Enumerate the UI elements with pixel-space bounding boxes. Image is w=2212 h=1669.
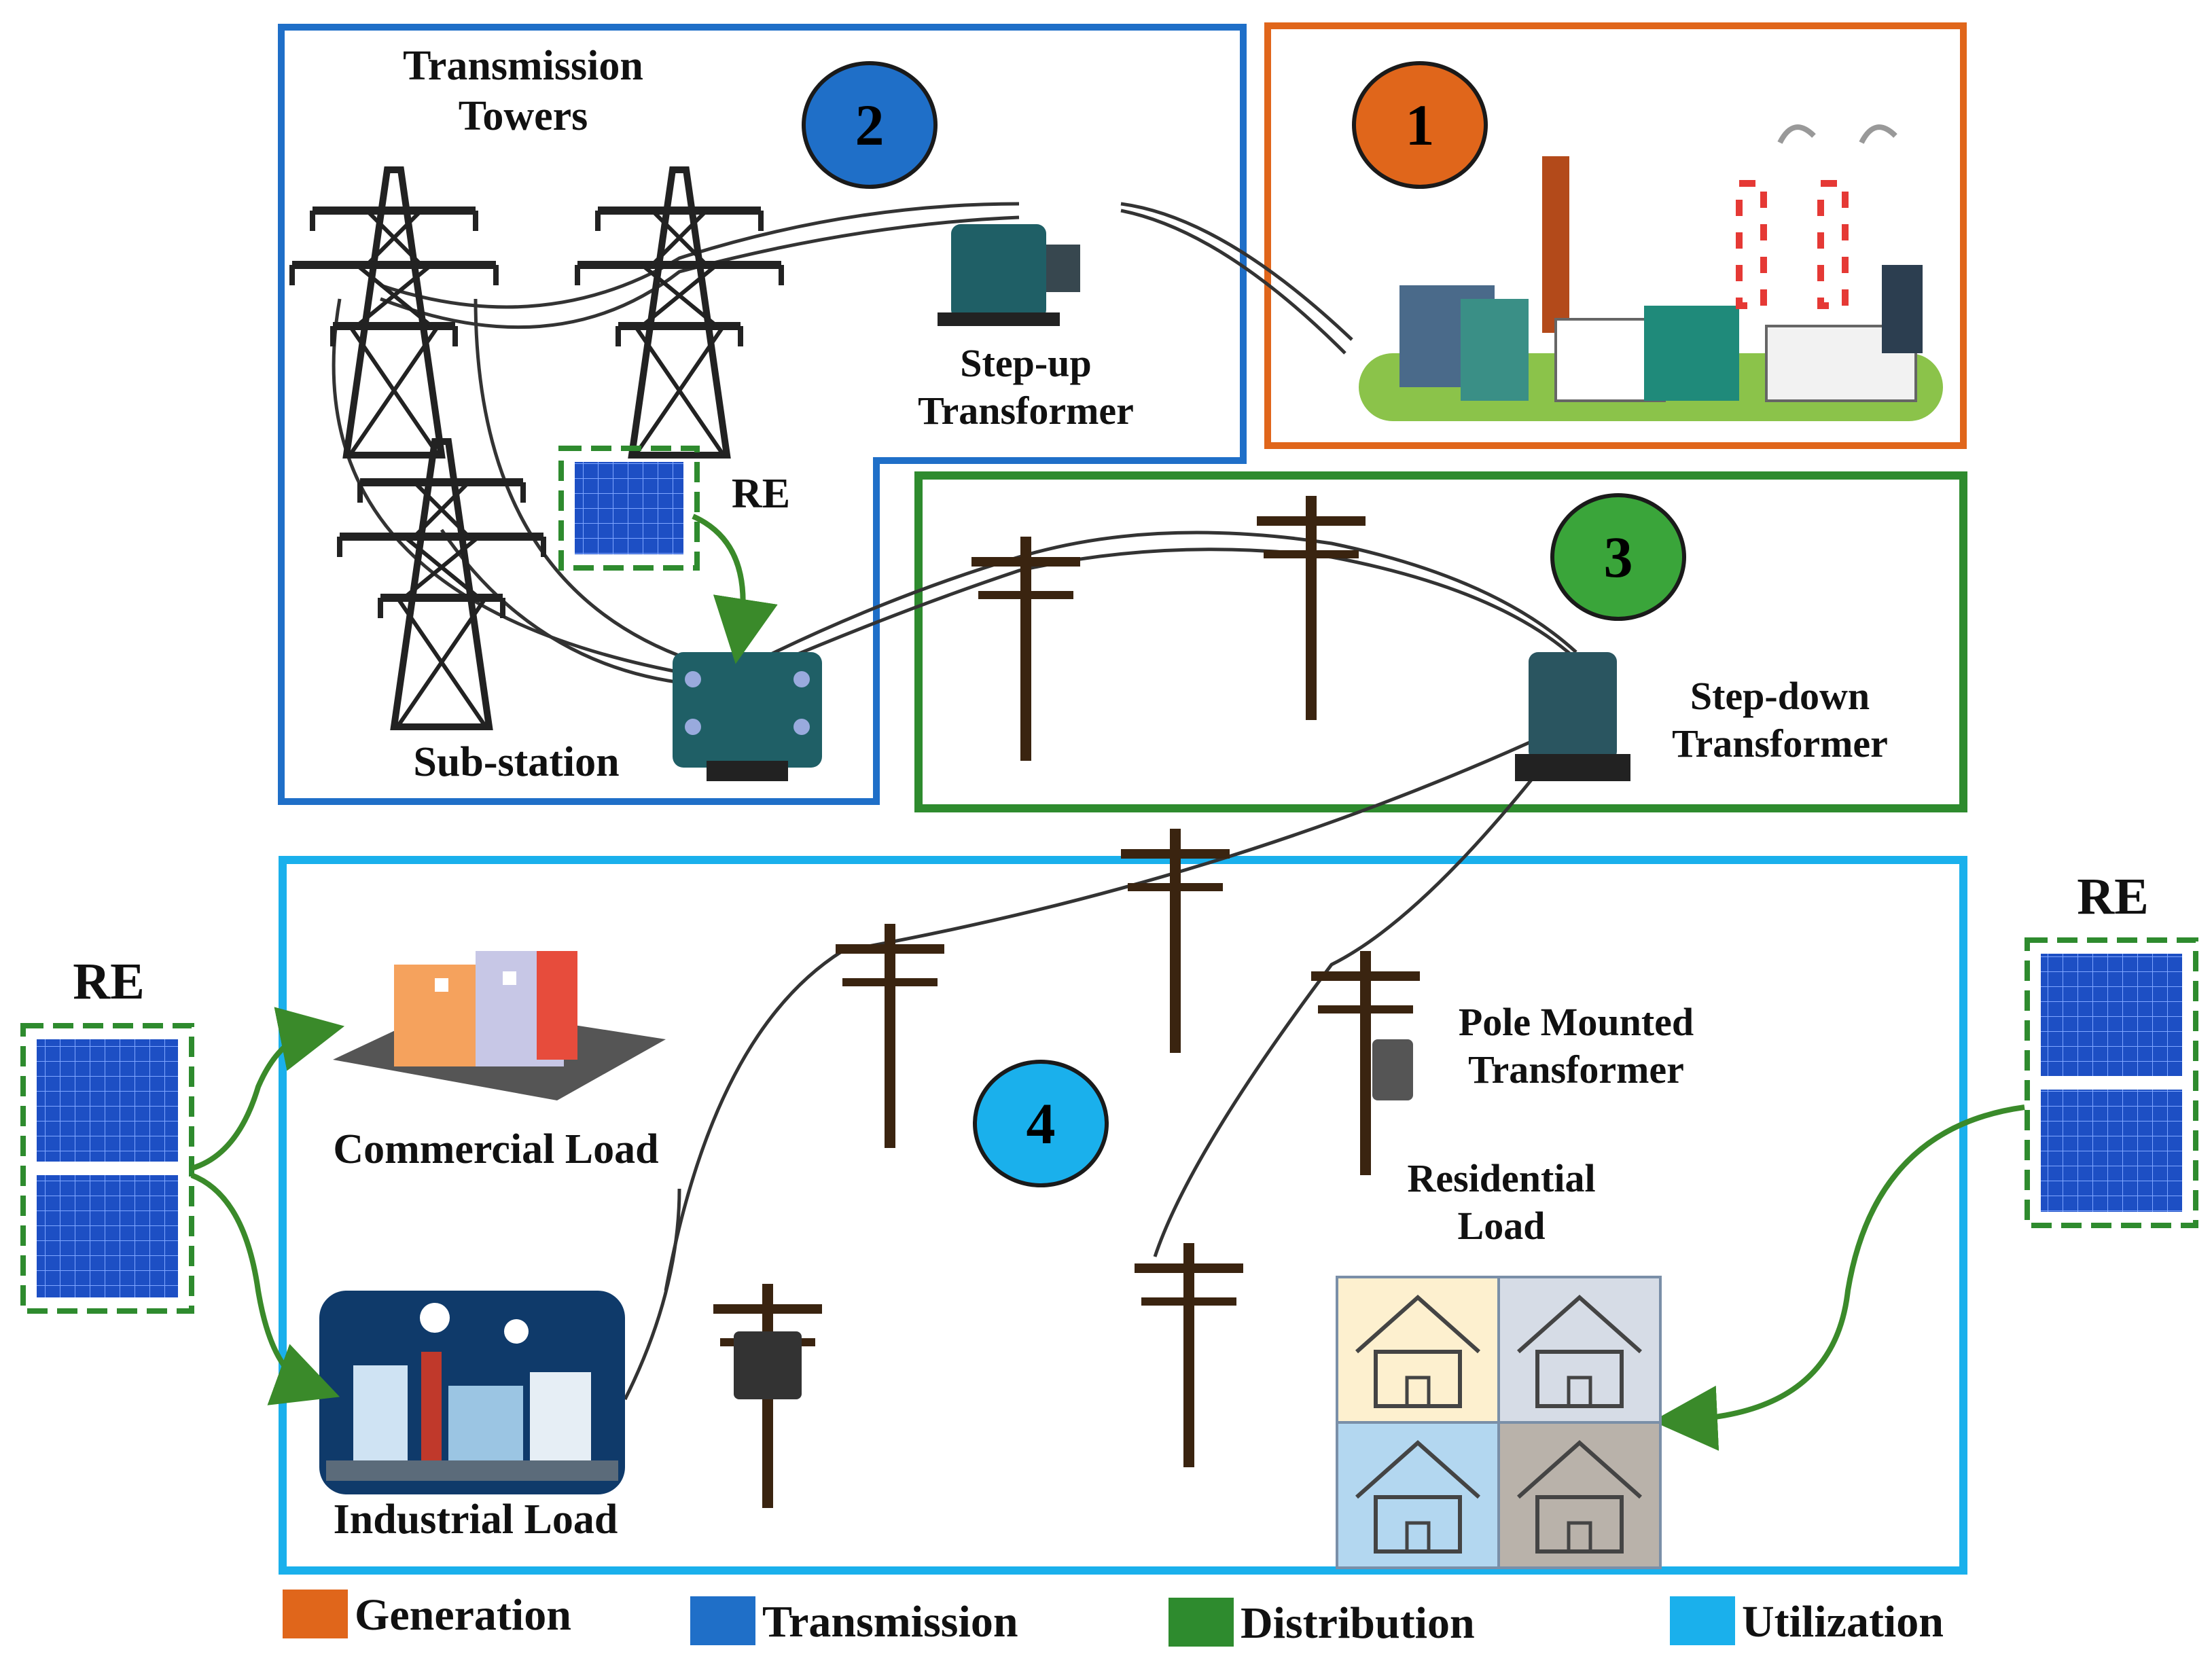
legend-label-distribution: Distribution (1241, 1598, 1475, 1648)
step-up-label: Step-up Transformer (918, 341, 1134, 433)
re-right-label: RE (2077, 868, 2149, 925)
substation-transformer-icon (673, 652, 822, 781)
transmission-badge: 2 (802, 61, 938, 189)
utility-pole-icon (971, 537, 1080, 761)
distribution-box (914, 471, 1967, 812)
legend-label-generation: Generation (355, 1590, 571, 1640)
utilization-badge: 4 (973, 1060, 1109, 1187)
solar-panel-icon (2024, 937, 2198, 1228)
pole-transformer-icon (734, 1331, 802, 1399)
utility-pole-icon (1257, 496, 1366, 720)
legend-swatch-generation (283, 1590, 348, 1638)
legend-swatch-transmission (690, 1596, 755, 1645)
transmission-box (278, 24, 1247, 805)
pole-mounted-label: Pole Mounted Transformer (1458, 1000, 1694, 1092)
transmission-tower-icon (292, 170, 496, 455)
generation-badge: 1 (1352, 61, 1488, 189)
legend-swatch-distribution (1169, 1598, 1234, 1647)
re-arrow-commercial (190, 1007, 345, 1171)
re-left-label: RE (73, 953, 145, 1010)
transmission-tower-icon (340, 442, 543, 727)
step-up-transformer-icon (938, 224, 1080, 326)
solar-panel-icon (20, 1023, 194, 1314)
transmission-lines (332, 202, 1584, 1401)
commercial-building-icon (333, 951, 666, 1100)
commercial-load-label: Commercial Load (333, 1126, 659, 1172)
step-down-label: Step-down Transformer (1672, 674, 1888, 766)
distribution-badge: 3 (1550, 493, 1686, 621)
industrial-load-label: Industrial Load (333, 1496, 618, 1543)
legend-label-utilization: Utilization (1742, 1597, 1944, 1647)
legend-swatch-utilization (1670, 1596, 1735, 1645)
re-arrow-residential (1652, 1105, 2025, 1451)
factory-icon (1359, 124, 1943, 421)
residential-load-label: Residential Load (1407, 1156, 1596, 1248)
utility-pole-icon (836, 924, 944, 1148)
generation-box (1264, 22, 1967, 449)
re-top-label: RE (731, 471, 791, 517)
solar-panel-icon (558, 446, 700, 571)
utility-pole-icon (1135, 1243, 1243, 1467)
legend-label-transmission: Transmission (762, 1597, 1018, 1647)
utilization-box (279, 856, 1967, 1575)
re-arrow (692, 514, 778, 664)
substation-label: Sub-station (413, 739, 620, 785)
residential-houses (1336, 1276, 1662, 1569)
step-down-transformer-icon (1515, 652, 1630, 781)
industrial-plant-icon (319, 1291, 625, 1494)
pole-transformer-icon (1372, 1039, 1413, 1100)
transmission-towers-label: Transmission Towers (403, 43, 643, 140)
re-arrow-industrial (190, 1172, 340, 1405)
